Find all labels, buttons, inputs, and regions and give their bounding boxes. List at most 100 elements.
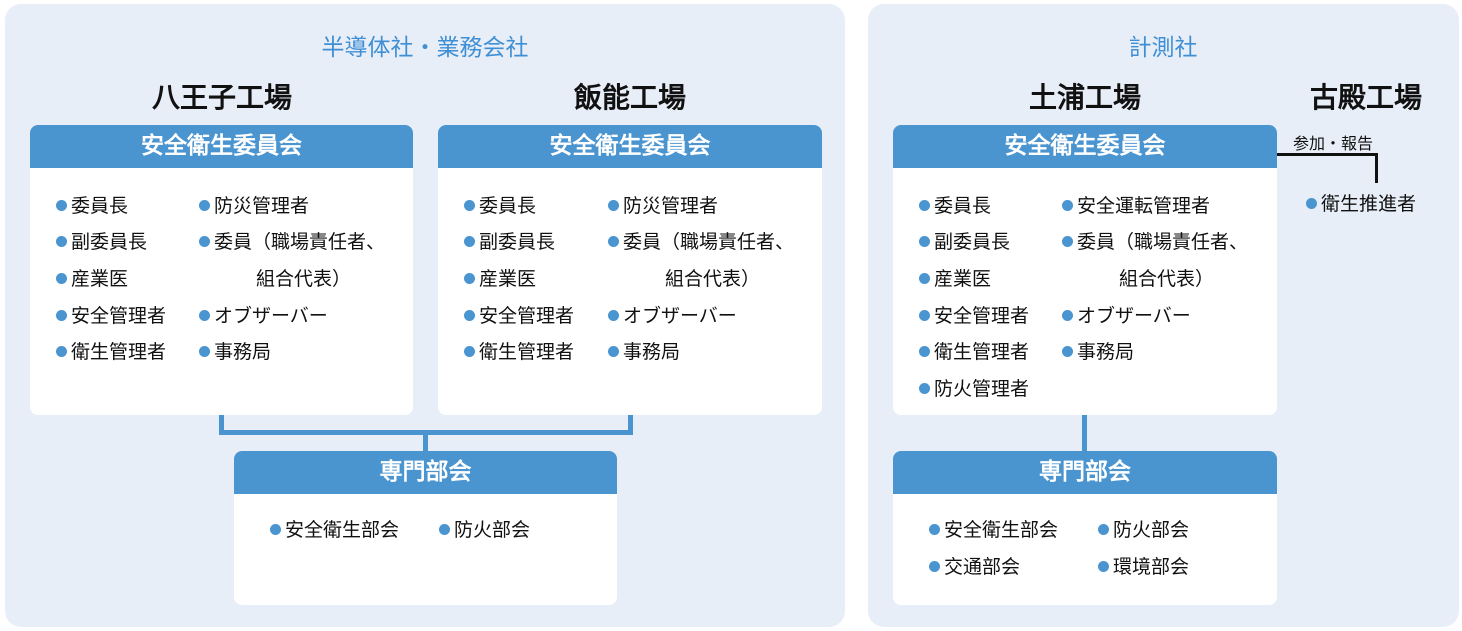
- bullet-icon: [199, 310, 210, 321]
- committee-member: 安全運転管理者: [1062, 194, 1210, 218]
- subcommittee-item: 環境部会: [1098, 555, 1189, 579]
- bullet-icon: [464, 346, 475, 357]
- item-label: 委員長: [934, 195, 992, 217]
- bullet-icon: [919, 383, 930, 394]
- subcommittee-box-right: 専門部会: [893, 451, 1277, 605]
- item-label: 委員（職場責任者、: [1077, 231, 1249, 253]
- subcommittee-item: 防火部会: [439, 518, 530, 542]
- left-org-title: 半導体社・業務会社: [321, 35, 529, 61]
- furudono-member: 衛生推進者: [1306, 192, 1416, 216]
- right-org-title: 計測社: [1128, 35, 1198, 61]
- factory-furudono: 古殿工場: [1309, 81, 1423, 114]
- item-label: 衛生管理者: [71, 341, 167, 363]
- item-label: 安全管理者: [934, 305, 1030, 327]
- bullet-icon: [464, 236, 475, 247]
- bullet-icon: [464, 310, 475, 321]
- committee-member: オブザーバー: [1062, 304, 1191, 328]
- bullet-icon: [1098, 524, 1109, 535]
- committee-member: 事務局: [199, 340, 271, 364]
- subcommittee-item: 交通部会: [929, 555, 1020, 579]
- committee-header: 安全衛生委員会: [438, 125, 822, 168]
- bullet-icon: [608, 310, 619, 321]
- item-label: 安全管理者: [71, 305, 167, 327]
- bullet-icon: [199, 236, 210, 247]
- bullet-icon: [608, 236, 619, 247]
- relation-line: [1375, 153, 1378, 183]
- committee-member: 事務局: [1062, 340, 1134, 364]
- item-label: 衛生管理者: [934, 341, 1030, 363]
- item-label: 事務局: [1077, 341, 1135, 363]
- committee-member: 副委員長: [464, 230, 555, 254]
- connector-line: [1082, 415, 1087, 451]
- bullet-icon: [1062, 310, 1073, 321]
- committee-member: 委員（職場責任者、: [199, 230, 385, 254]
- item-label: 副委員長: [479, 231, 556, 253]
- bullet-icon: [919, 273, 930, 284]
- bullet-icon: [929, 524, 940, 535]
- committee-member: 衛生管理者: [919, 340, 1029, 364]
- item-label: 産業医: [71, 268, 129, 290]
- connector-line: [423, 430, 428, 451]
- item-label: 安全管理者: [479, 305, 575, 327]
- item-label: オブザーバー: [214, 305, 328, 327]
- relation-line: [1277, 153, 1378, 156]
- bullet-icon: [1098, 561, 1109, 572]
- item-label: 副委員長: [71, 231, 148, 253]
- committee-member: オブザーバー: [608, 304, 737, 328]
- bullet-icon: [1062, 200, 1073, 211]
- subcommittee-item: 安全衛生部会: [270, 518, 399, 542]
- connector-line: [628, 415, 633, 435]
- committee-member: 安全管理者: [464, 304, 574, 328]
- item-continuation: 組合代表）: [256, 268, 352, 290]
- committee-member: 委員（職場責任者、: [1062, 230, 1248, 254]
- item-continuation: 組合代表）: [1119, 268, 1215, 290]
- bullet-icon: [56, 310, 67, 321]
- committee-member: 産業医: [919, 267, 991, 291]
- bullet-icon: [199, 346, 210, 357]
- committee-member: 安全管理者: [919, 304, 1029, 328]
- bullet-icon: [56, 236, 67, 247]
- bullet-icon: [919, 310, 930, 321]
- committee-member: 委員長: [56, 194, 128, 218]
- subcommittee-header: 専門部会: [893, 451, 1277, 494]
- committee-member: 産業医: [56, 267, 128, 291]
- committee-member: 安全管理者: [56, 304, 166, 328]
- item-label: 委員（職場責任者、: [214, 231, 386, 253]
- bullet-icon: [56, 200, 67, 211]
- bullet-icon: [1062, 346, 1073, 357]
- item-label: 産業医: [479, 268, 537, 290]
- bullet-icon: [56, 346, 67, 357]
- committee-member: オブザーバー: [199, 304, 328, 328]
- bullet-icon: [1062, 236, 1073, 247]
- committee-member: 衛生管理者: [464, 340, 574, 364]
- item-label: 安全運転管理者: [1077, 195, 1211, 217]
- item-label: 安全衛生部会: [944, 519, 1059, 541]
- bullet-icon: [608, 200, 619, 211]
- item-label: 委員（職場責任者、: [623, 231, 795, 253]
- committee-member: 委員（職場責任者、: [608, 230, 794, 254]
- item-label: 安全衛生部会: [285, 519, 400, 541]
- bullet-icon: [919, 200, 930, 211]
- committee-member: 副委員長: [919, 230, 1010, 254]
- committee-member: 産業医: [464, 267, 536, 291]
- item-label: 事務局: [214, 341, 272, 363]
- committee-member: 委員長: [919, 194, 991, 218]
- factory-hachioji: 八王子工場: [151, 81, 293, 114]
- item-label: 委員長: [71, 195, 129, 217]
- factory-hanno: 飯能工場: [573, 81, 687, 114]
- committee-box-hachioji: 安全衛生委員会: [30, 125, 413, 415]
- item-label: 交通部会: [944, 556, 1021, 578]
- item-label: 事務局: [623, 341, 681, 363]
- committee-box-hanno: 安全衛生委員会: [438, 125, 822, 415]
- bullet-icon: [608, 346, 619, 357]
- connector-line: [219, 415, 224, 435]
- bullet-icon: [464, 273, 475, 284]
- item-label: 防災管理者: [214, 195, 310, 217]
- committee-member: 事務局: [608, 340, 680, 364]
- subcommittee-item: 安全衛生部会: [929, 518, 1058, 542]
- item-label: 防火部会: [454, 519, 531, 541]
- committee-header: 安全衛生委員会: [893, 125, 1277, 168]
- item-label: 防火管理者: [934, 378, 1030, 400]
- committee-member: 防災管理者: [199, 194, 309, 218]
- committee-header: 安全衛生委員会: [30, 125, 413, 168]
